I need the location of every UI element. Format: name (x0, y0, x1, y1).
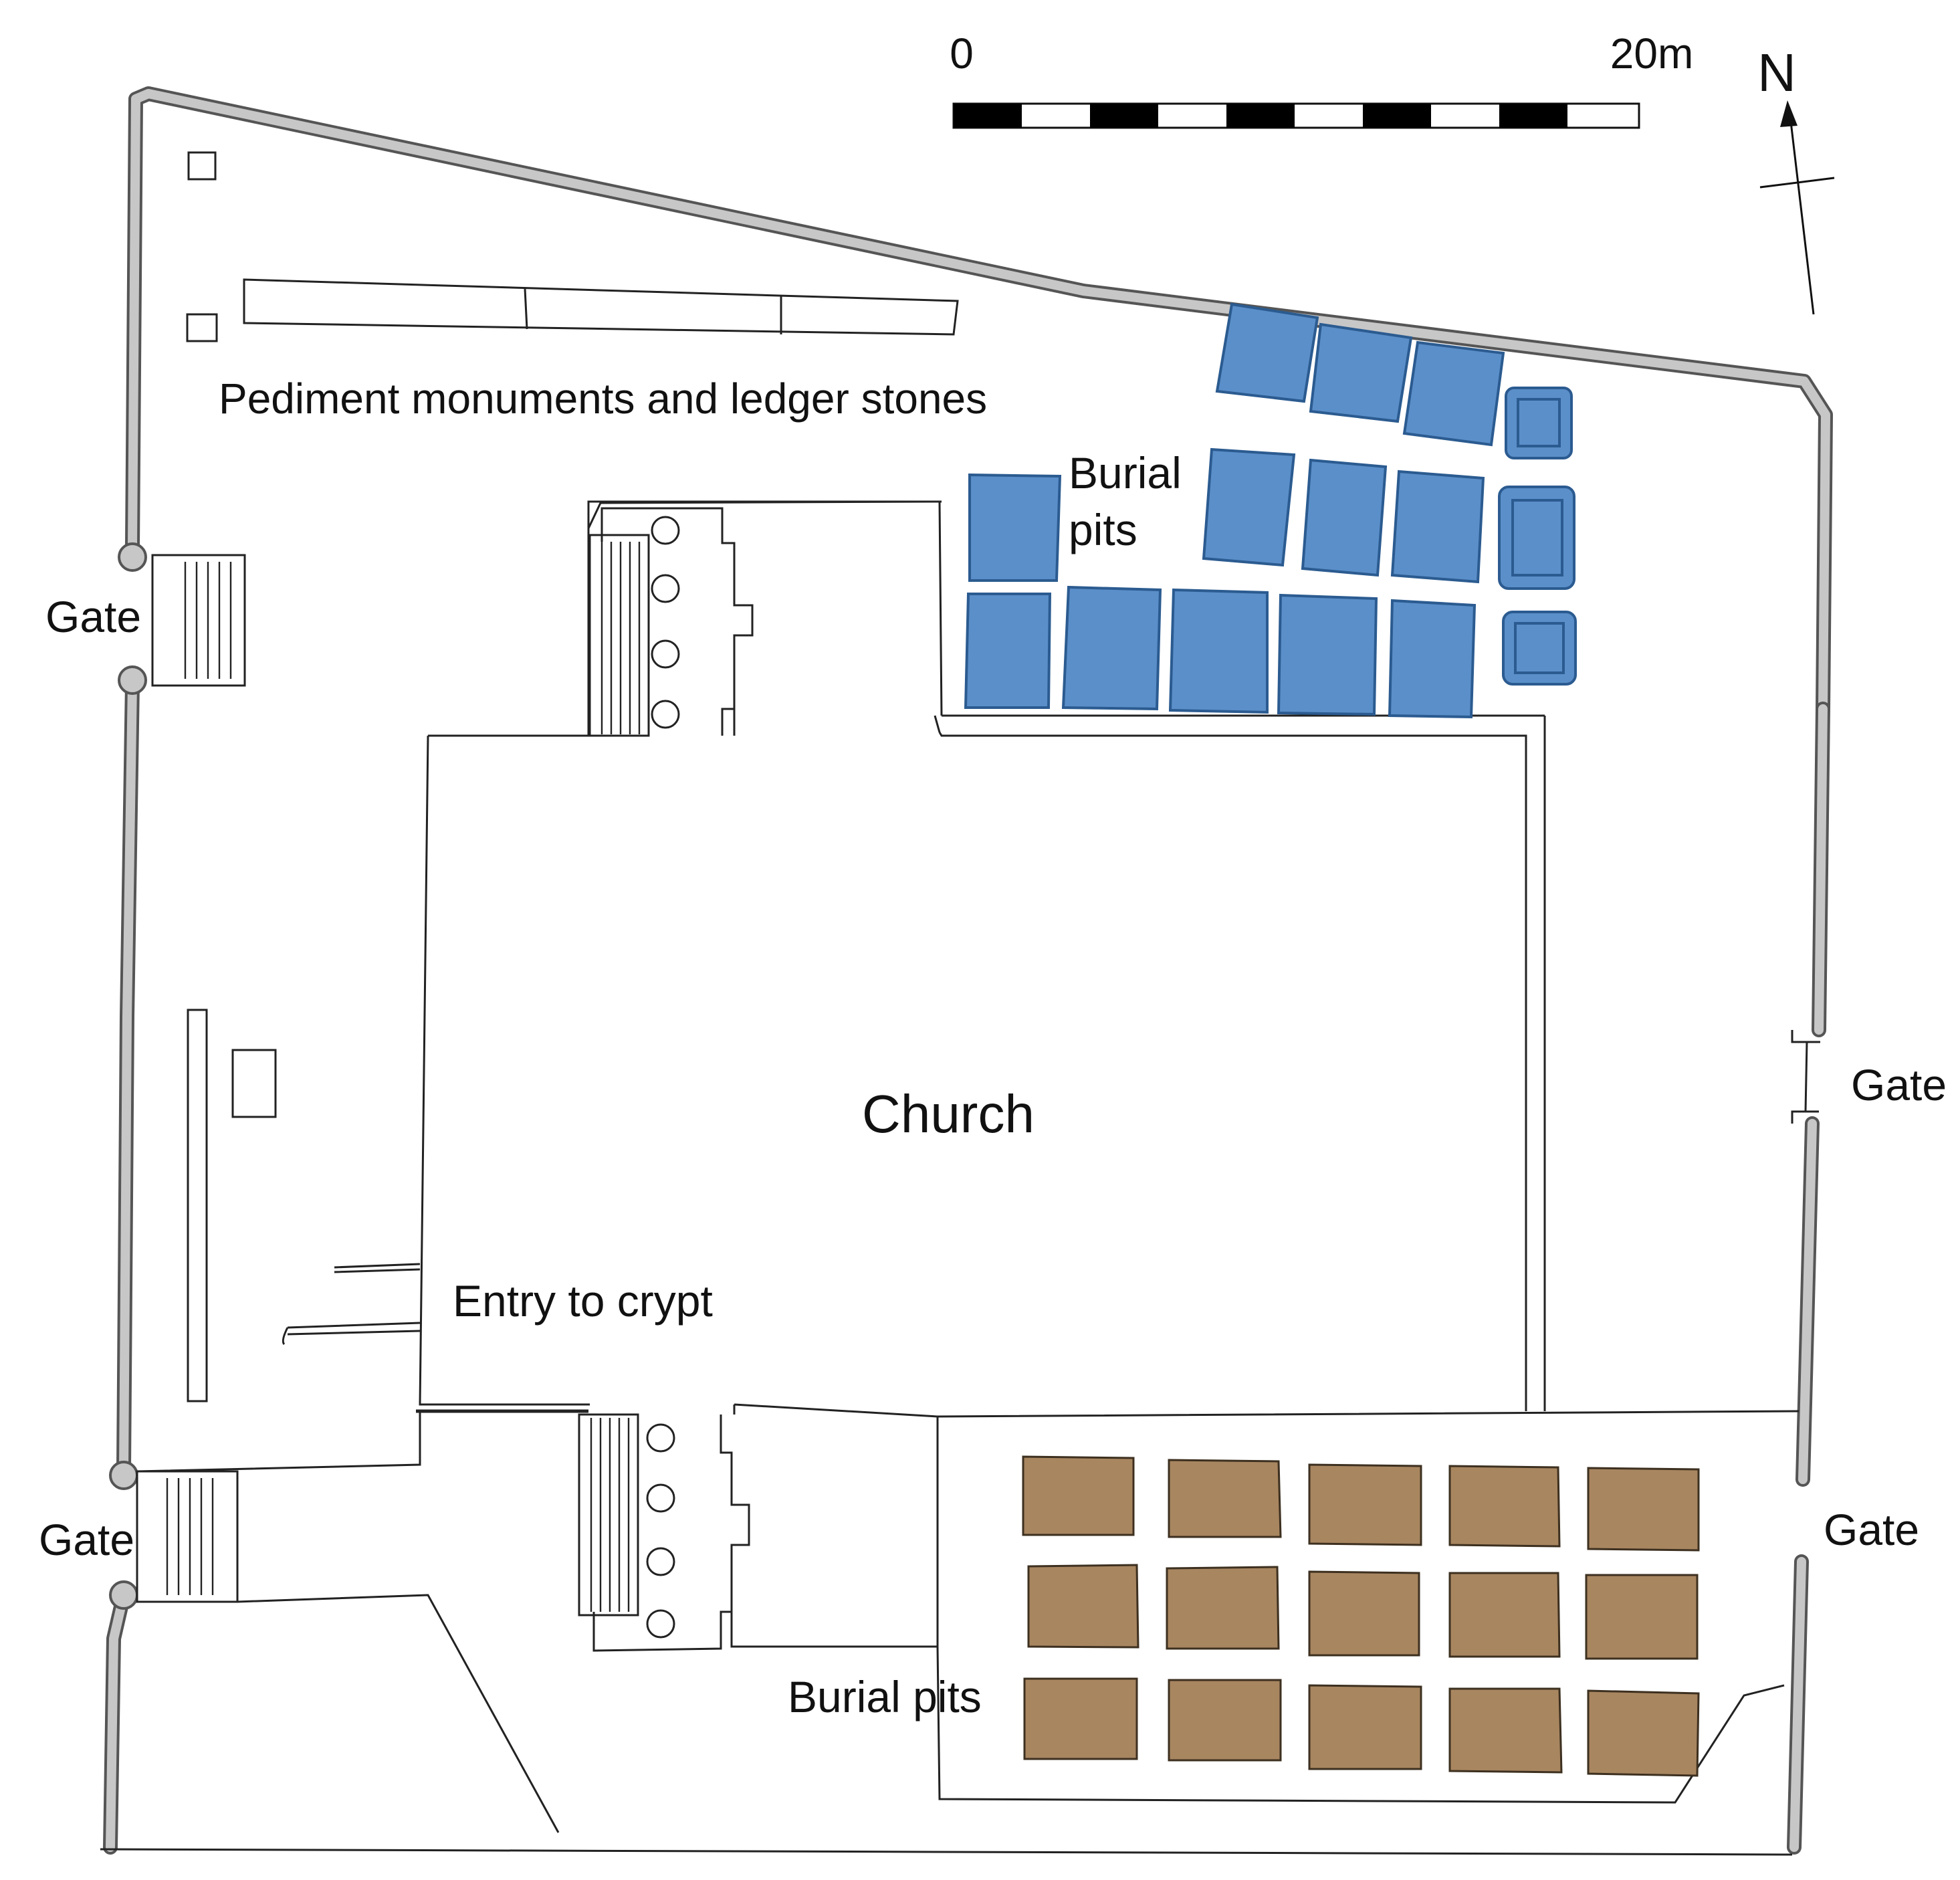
gate-post-icon (109, 1461, 138, 1490)
burial-pit (1168, 1459, 1282, 1538)
gate-label: Gate (39, 1515, 134, 1564)
burial-pit-small (1498, 486, 1575, 590)
column-icon (651, 516, 680, 545)
south-burial-pits: Burial pits (788, 1455, 1700, 1777)
burial-pit (1027, 1564, 1139, 1649)
burial-pit (1388, 599, 1477, 719)
scale-end-label: 20m (1610, 29, 1694, 78)
scale-start-label: 0 (950, 29, 974, 78)
burial-pit (1402, 340, 1505, 447)
column-icon (651, 574, 680, 603)
gate-east-upper: Gate (1791, 1030, 1947, 1124)
north-arrow: N (1757, 43, 1835, 315)
scale-bar-dark-segments (954, 104, 1567, 128)
burial-pit (1308, 1684, 1422, 1770)
burial-pit (1587, 1689, 1700, 1777)
burial-pit (1448, 1687, 1563, 1774)
gate-post-icon (109, 1580, 138, 1610)
north-burial-pits: Burial pits (964, 302, 1577, 719)
column-icon (646, 1423, 675, 1453)
gate-label: Gate (1824, 1505, 1919, 1554)
gate-west-lower: Gate (39, 1461, 239, 1610)
burial-pit (1301, 458, 1388, 577)
burial-pit (1023, 1677, 1138, 1760)
church: Church Entry to crypt (136, 500, 1800, 1833)
column-icon (651, 639, 680, 669)
burial-pit (1390, 469, 1485, 584)
north-arrow-shaft (1788, 110, 1815, 315)
gate-label: Gate (1851, 1060, 1947, 1110)
burial-pit (1585, 1574, 1699, 1660)
burial-pit (968, 473, 1062, 582)
burial-pit (1215, 302, 1319, 403)
crypt-entry-label: Entry to crypt (453, 1276, 713, 1326)
column-icon (646, 1483, 675, 1513)
burial-pit (1168, 1679, 1282, 1762)
burial-pit-small (1502, 611, 1577, 686)
burial-pit (1022, 1455, 1135, 1536)
burial-pit (964, 593, 1052, 709)
north-arrow-head-icon (1780, 100, 1798, 127)
gate-steps (166, 1478, 214, 1595)
burial-pit (1587, 1467, 1700, 1552)
burial-pit (1309, 322, 1413, 423)
column-icon (646, 1547, 675, 1576)
gate-post-icon (118, 542, 147, 572)
pediment-label: Pediment monuments and ledger stones (219, 375, 987, 423)
burial-pit (1061, 585, 1162, 711)
north-label: N (1757, 43, 1796, 102)
burial-pit (1308, 1463, 1422, 1546)
gate-steps (184, 562, 232, 679)
pediment-monuments: Pediment monuments and ledger stones (186, 151, 987, 1402)
north-arrow-crossbar (1759, 177, 1835, 189)
gate-post-icon (118, 665, 147, 695)
burial-pit (1168, 588, 1269, 714)
church-label: Church (862, 1084, 1035, 1144)
burial-pit (1166, 1566, 1280, 1650)
burial-pit (1308, 1570, 1420, 1657)
burial-pit (1448, 1465, 1561, 1548)
south-yard-outline (936, 1646, 1785, 1804)
burial-pits-south-label: Burial pits (788, 1672, 982, 1721)
burial-pit-small (1505, 387, 1573, 459)
gate-west-upper: Gate (45, 542, 246, 695)
scale-bar: 0 20m (950, 29, 1694, 129)
burial-pit (1277, 593, 1378, 716)
column-icon (646, 1609, 675, 1639)
burial-pits-north-label-line1: Burial (1069, 448, 1182, 498)
burial-pits-north-label-line2: pits (1069, 505, 1137, 554)
gate-east-lower: Gate (1824, 1505, 1919, 1554)
boundary-wall (100, 86, 1833, 1856)
burial-pit (1448, 1572, 1561, 1658)
column-icon (651, 700, 680, 729)
gate-label: Gate (45, 592, 141, 641)
burial-pit (1202, 447, 1296, 567)
